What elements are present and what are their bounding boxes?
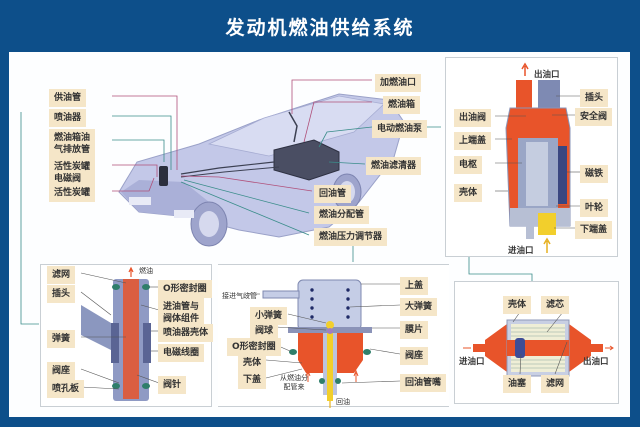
injector-label-housing: 喷油器壳体 xyxy=(158,324,214,342)
regulator-label-housing: 壳体 xyxy=(238,354,267,372)
fuel-filter-icon xyxy=(463,311,614,377)
regulator-intake-manifold-label: 接进气歧管 xyxy=(222,292,257,300)
pump-label-impeller: 叶轮 xyxy=(580,199,609,217)
pump-label-housing: 壳体 xyxy=(454,184,483,202)
filter-label-screen: 滤网 xyxy=(541,375,570,393)
regulator-label-lower-cover: 下盖 xyxy=(238,371,267,389)
label-fuel-filler: 加燃油口 xyxy=(375,74,422,92)
label-fuel-tank: 燃油箱 xyxy=(383,96,421,114)
regulator-label-valve-ball: 阀球 xyxy=(250,322,279,340)
regulator-label-valve-seat: 阀座 xyxy=(400,347,429,365)
filter-label-element: 滤芯 xyxy=(541,296,570,314)
injector-label-needle: 阀针 xyxy=(158,376,187,394)
injector-label-filter-screen: 滤网 xyxy=(47,266,76,284)
filter-label-housing: 壳体 xyxy=(503,296,532,314)
fuel-pump-panel: 出油口 进油口 出油阀 上端盖 电枢 壳体 插头 安全阀 磁铁 叶轮 下端盖 xyxy=(445,57,618,257)
diagram-canvas: 供油管 喷油器 燃油箱油 气排放管 活性炭罐 电磁阀 活性炭罐 加燃油口 燃油箱… xyxy=(9,52,630,417)
injector-label-solenoid-coil: 电磁线圈 xyxy=(158,344,205,362)
injector-label-spring: 弹簧 xyxy=(47,330,76,348)
pump-outlet-label: 出油口 xyxy=(534,70,560,80)
pump-label-armature: 电枢 xyxy=(454,156,483,174)
injector-label-o-ring: O形密封圈 xyxy=(158,280,212,298)
label-electric-fuel-pump: 电动燃油泵 xyxy=(372,120,428,138)
pump-label-plug: 插头 xyxy=(580,89,609,107)
fuel-filter-panel: 壳体 滤芯 油塞 滤网 进油口 出油口 xyxy=(454,281,619,404)
pump-label-safety-valve: 安全阀 xyxy=(575,108,613,126)
pump-label-upper-cap: 上端盖 xyxy=(454,132,492,150)
label-return-pipe: 回油管 xyxy=(314,185,352,203)
injector-label-inlet-valve-assembly: 进油管与 阀体组件 xyxy=(158,298,205,328)
label-tank-vent-pipe: 燃油箱油 气排放管 xyxy=(49,129,96,159)
filter-label-plug: 油塞 xyxy=(503,375,532,393)
regulator-return-label: 回油 xyxy=(336,398,350,406)
injector-fuel-inlet-label: 燃油 xyxy=(139,267,153,275)
regulator-label-o-ring: O形密封圈 xyxy=(227,338,281,356)
label-supply-pipe: 供油管 xyxy=(49,89,87,107)
filter-inlet-label: 进油口 xyxy=(459,357,485,367)
injector-label-orifice-plate: 喷孔板 xyxy=(47,380,85,398)
pump-inlet-label: 进油口 xyxy=(508,246,534,256)
regulator-label-return-nozzle: 回油管嘴 xyxy=(400,374,447,392)
fuel-pump-icon xyxy=(495,62,581,253)
regulator-label-upper-cover: 上盖 xyxy=(400,277,429,295)
pump-label-outlet-valve: 出油阀 xyxy=(454,109,492,127)
pump-label-magnet: 磁铁 xyxy=(580,165,609,183)
pressure-regulator-icon xyxy=(248,279,401,408)
injector-label-valve-seat: 阀座 xyxy=(47,362,76,380)
label-pressure-regulator: 燃油压力调节器 xyxy=(314,228,388,246)
filter-outlet-label: 出油口 xyxy=(583,357,609,367)
page-title: 发动机燃油供给系统 xyxy=(225,17,415,39)
regulator-label-diaphragm: 膜片 xyxy=(400,321,429,339)
label-fuel-rail: 燃油分配管 xyxy=(314,206,370,224)
label-injector: 喷油器 xyxy=(49,109,87,127)
regulator-from-rail-label: 从燃油分 配管来 xyxy=(280,374,308,391)
pump-label-lower-cap: 下端盖 xyxy=(575,221,613,239)
regulator-panel: 接进气歧管 小弹簧 阀球 O形密封圈 壳体 下盖 从燃油分 配管来 回油 上盖 … xyxy=(218,264,449,408)
label-carbon-canister: 活性炭罐 xyxy=(49,184,96,202)
regulator-label-large-spring: 大弹簧 xyxy=(400,298,438,316)
label-fuel-filter: 燃油滤清器 xyxy=(366,157,422,175)
fuel-injector-icon xyxy=(80,266,160,401)
injector-panel: 燃油 滤网 插头 弹簧 阀座 喷孔板 O形密封圈 进油管与 阀体组件 喷油器壳体… xyxy=(40,264,214,407)
label-canister-solenoid: 活性炭罐 电磁阀 xyxy=(49,158,96,188)
injector-label-plug: 插头 xyxy=(47,285,76,303)
regulator-label-small-spring: 小弹簧 xyxy=(250,307,288,325)
